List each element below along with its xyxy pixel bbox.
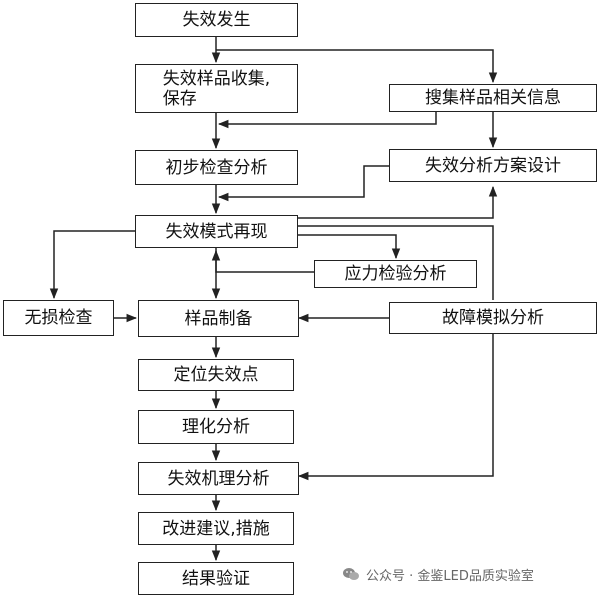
- arrow-info-to-collect: [217, 110, 437, 129]
- arrow-fault-to-mechanism: [297, 334, 494, 481]
- watermark: 公众号 · 金鉴LED品质实验室: [342, 563, 594, 585]
- arrow-mode-to-fault: [298, 225, 494, 300]
- node-improve: 改进建议,措施: [138, 512, 294, 545]
- node-mode-reproduce: 失效模式再现: [135, 215, 298, 248]
- node-verify-label: 结果验证: [182, 568, 250, 589]
- node-sample-collect-label: 失效样品收集, 保存: [162, 68, 271, 109]
- node-improve-label: 改进建议,措施: [162, 518, 270, 539]
- node-sample-prep-label: 样品制备: [184, 308, 253, 329]
- node-stress-test-label: 应力检验分析: [344, 264, 447, 284]
- arrow-failure-to-info: [216, 49, 498, 84]
- node-sample-prep: 样品制备: [138, 300, 299, 337]
- node-mechanism-label: 失效机理分析: [167, 468, 270, 489]
- node-failure-occurs-label: 失效发生: [182, 10, 251, 30]
- node-gather-info: 搜集样品相关信息: [389, 84, 597, 112]
- node-preliminary: 初步检查分析: [135, 150, 298, 185]
- node-fault-sim: 故障模拟分析: [389, 302, 597, 334]
- node-preliminary-label: 初步检查分析: [165, 157, 268, 178]
- arrow-plan-to-mode: [217, 165, 389, 202]
- node-verify: 结果验证: [138, 562, 294, 595]
- node-locate-point-label: 定位失效点: [173, 365, 259, 385]
- node-physchem-label: 理化分析: [182, 417, 250, 437]
- arrow-mode-to-nondestructive: [49, 230, 135, 300]
- node-nondestructive: 无损检查: [3, 300, 114, 336]
- node-sample-collect: 失效样品收集, 保存: [135, 64, 298, 113]
- node-stress-test: 应力检验分析: [314, 260, 477, 288]
- watermark-text: 公众号 · 金鉴LED品质实验室: [366, 568, 534, 584]
- node-mode-reproduce-label: 失效模式再现: [165, 221, 268, 242]
- node-fault-sim-label: 故障模拟分析: [442, 308, 544, 328]
- node-plan-design: 失效分析方案设计: [389, 149, 597, 182]
- node-locate-point: 定位失效点: [138, 359, 294, 391]
- node-mechanism: 失效机理分析: [138, 462, 299, 495]
- node-plan-design-label: 失效分析方案设计: [425, 155, 561, 176]
- arrow-mode-to-plan: [298, 185, 498, 219]
- node-gather-info-label: 搜集样品相关信息: [425, 88, 561, 108]
- node-failure-occurs: 失效发生: [135, 3, 298, 37]
- arrow-stress-to-mode: [211, 249, 314, 273]
- node-physchem: 理化分析: [138, 410, 294, 444]
- arrow-mode-to-stress: [298, 234, 401, 260]
- wechat-icon: [343, 568, 359, 580]
- node-nondestructive-label: 无损检查: [24, 308, 93, 328]
